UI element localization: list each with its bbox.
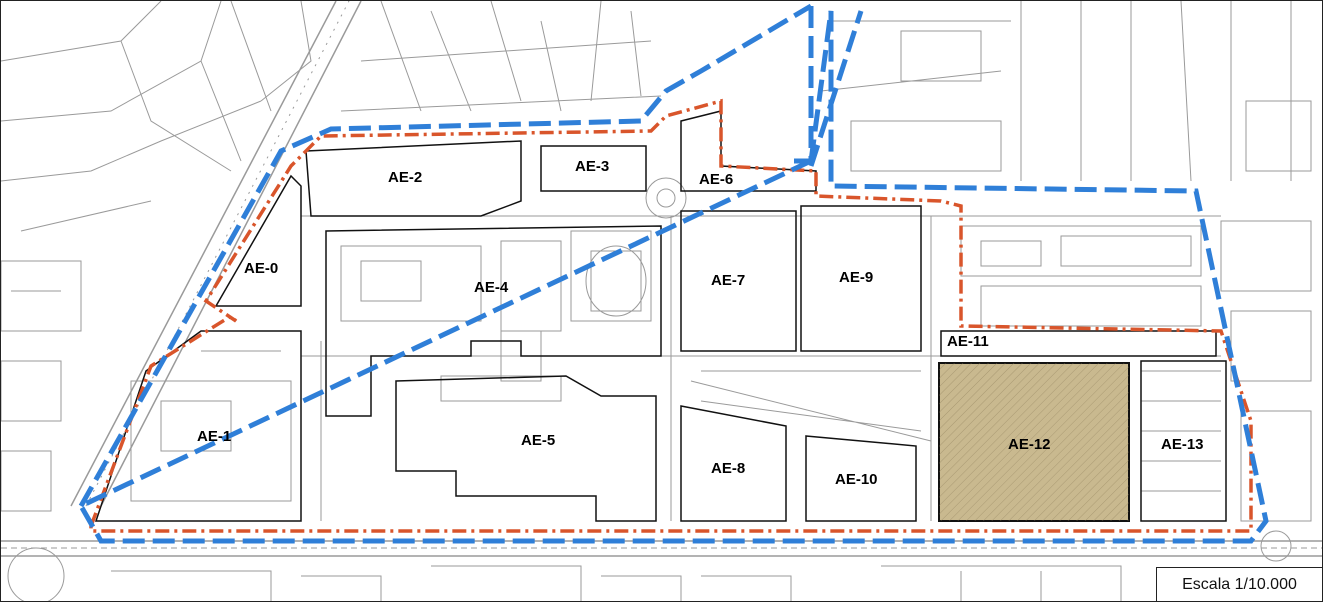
zone-label-ae-9[interactable]: AE-9 <box>839 269 874 286</box>
parcel-ae-2 <box>305 140 522 217</box>
zone-label-ae-2[interactable]: AE-2 <box>388 169 423 186</box>
zone-label-ae-4[interactable]: AE-4 <box>474 279 509 296</box>
zone-label-ae-7[interactable]: AE-7 <box>711 272 746 289</box>
parcel-ae-4 <box>325 225 662 417</box>
zone-label-ae-12[interactable]: AE-12 <box>1008 436 1051 453</box>
zone-label-ae-1[interactable]: AE-1 <box>197 428 232 445</box>
zone-label-ae-11[interactable]: AE-11 <box>947 333 989 350</box>
plan-boundary <box>89 98 1253 533</box>
parcel-ae-3 <box>540 145 647 192</box>
parcel-ae-5 <box>395 375 657 522</box>
parcel-ae-10 <box>805 435 917 522</box>
scale-label: Escala 1/10.000 <box>1156 567 1322 601</box>
parcel-ae-0 <box>214 174 302 307</box>
parcel-ae-1 <box>94 330 302 522</box>
zone-label-ae-3[interactable]: AE-3 <box>575 158 610 175</box>
parcel-ae-13 <box>1140 360 1227 522</box>
parcel-ae-8 <box>680 405 787 522</box>
zone-label-ae-13[interactable]: AE-13 <box>1161 436 1204 453</box>
parcel-ae-11 <box>940 330 1217 357</box>
parcel-outlines <box>94 110 1227 522</box>
parcel-ae-7 <box>680 210 797 352</box>
zone-label-ae-5[interactable]: AE-5 <box>521 432 556 449</box>
zone-label-ae-8[interactable]: AE-8 <box>711 460 746 477</box>
zone-label-ae-0[interactable]: AE-0 <box>244 260 279 277</box>
zone-label-ae-10[interactable]: AE-10 <box>835 471 878 488</box>
zone-label-ae-6[interactable]: AE-6 <box>699 171 734 188</box>
parcel-ae-9 <box>800 205 922 352</box>
